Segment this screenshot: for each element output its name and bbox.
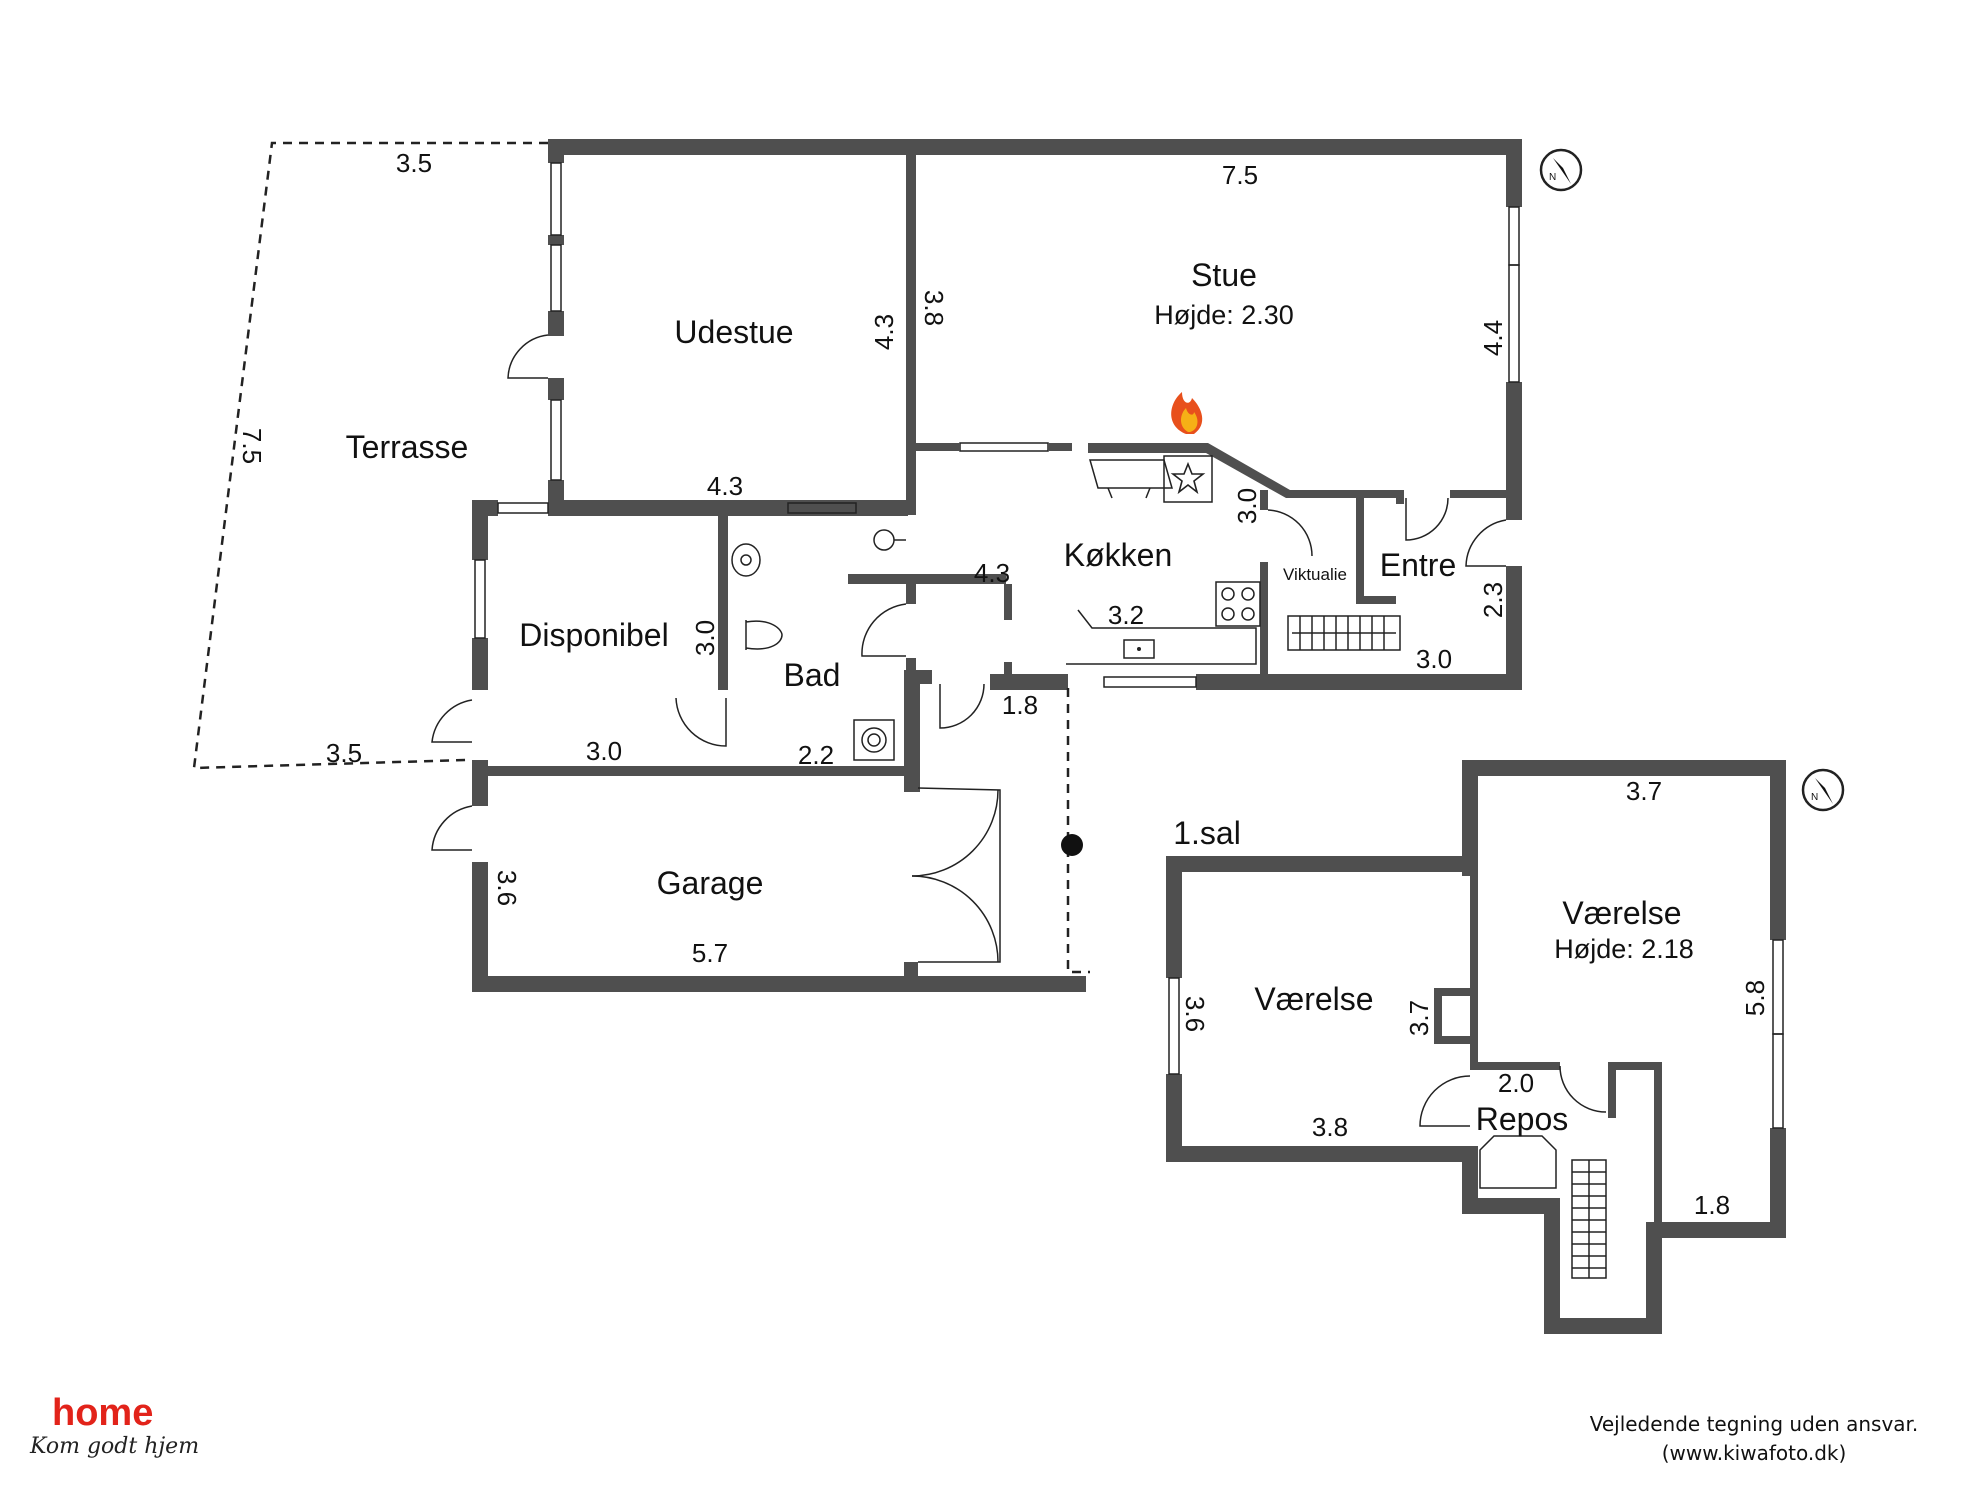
room-vaerelse-right: Værelse [1562, 895, 1681, 931]
doors [431, 334, 1507, 963]
star-icon [1170, 461, 1206, 495]
brand-tagline: Kom godt hjem [30, 1434, 200, 1459]
dim-koekken-counter: 3.2 [1108, 600, 1144, 630]
dim-terrasse-bottom: 3.5 [326, 738, 362, 768]
disclaimer: Vejledende tegning uden ansvar. (www.kiw… [1544, 1410, 1964, 1468]
fireplace-icon [1171, 392, 1203, 434]
dim-upper-left-depth: 3.6 [1180, 996, 1210, 1032]
dim-stue-depth-left: 3.8 [919, 290, 949, 326]
dim-garage-width: 5.7 [692, 938, 728, 968]
dim-udestue-width: 4.3 [707, 471, 743, 501]
upper-floor-label: 1.sal [1173, 815, 1241, 851]
dim-stue-depth-right: 4.4 [1478, 320, 1508, 356]
sink-icon [1123, 639, 1155, 659]
dim-upper-left-width: 3.8 [1312, 1112, 1348, 1142]
dim-upper-right-depth: 5.8 [1740, 980, 1770, 1016]
room-vaerelse-right-height: Højde: 2.18 [1554, 934, 1694, 964]
dim-viktualie-depth: 3.0 [1232, 488, 1262, 524]
dim-upper-closet-depth: 3.7 [1404, 1000, 1434, 1036]
svg-text:N: N [1811, 792, 1818, 803]
bathroom-fixtures [731, 529, 906, 761]
disclaimer-line-2: (www.kiwafoto.dk) [1661, 1441, 1847, 1465]
compass-icon: N [1539, 148, 1583, 192]
dim-disponibel-width: 3.0 [586, 736, 622, 766]
room-entre: Entre [1380, 547, 1456, 583]
dim-udestue-depth: 4.3 [869, 314, 899, 350]
dim-terrasse-side: 7.5 [237, 428, 267, 464]
outdoor-line [1066, 688, 1090, 974]
room-repos: Repos [1476, 1101, 1569, 1137]
dim-stue-width: 7.5 [1222, 160, 1258, 190]
windows [474, 162, 1520, 688]
outer-walls [472, 139, 1522, 992]
lamp-icon [1061, 834, 1083, 856]
ground-floor: N Terrasse Udestue Stue Højde: 2.30 Køkk… [192, 139, 1583, 992]
brand-logo: home Kom godt hjem [30, 1392, 200, 1472]
dim-upper-repos-width: 2.0 [1498, 1068, 1534, 1098]
dim-koekken-width: 4.3 [974, 558, 1010, 588]
room-stue: Stue [1191, 257, 1257, 293]
dim-upper-right-width: 3.7 [1626, 776, 1662, 806]
sink-icon [731, 543, 761, 577]
interior-walls [488, 155, 1510, 776]
dim-upper-right-bottom: 1.8 [1694, 1190, 1730, 1220]
room-terrasse: Terrasse [346, 429, 469, 465]
stairs-icon [1287, 615, 1401, 651]
dim-entre-depth: 2.3 [1478, 582, 1508, 618]
compass-icon: N [1801, 768, 1845, 812]
room-vaerelse-left: Værelse [1254, 981, 1373, 1017]
toilet-icon [745, 620, 783, 650]
room-stue-height: Højde: 2.30 [1154, 300, 1294, 330]
dim-terrasse-top: 3.5 [396, 148, 432, 178]
room-garage: Garage [657, 865, 764, 901]
washing-machine-icon [853, 719, 895, 761]
svg-text:N: N [1549, 172, 1556, 183]
dim-disponibel-depth: 3.0 [690, 620, 720, 656]
kitchen-counter [1066, 455, 1257, 665]
dim-bad-width: 2.2 [798, 740, 834, 770]
disclaimer-line-1: Vejledende tegning uden ansvar. [1589, 1412, 1919, 1436]
room-bad: Bad [784, 657, 841, 693]
stove-icon [1215, 581, 1261, 627]
room-koekken: Køkken [1064, 537, 1172, 573]
dim-garage-depth: 3.6 [492, 870, 522, 906]
dim-hall-width: 1.8 [1002, 690, 1038, 720]
room-disponibel: Disponibel [519, 617, 668, 653]
dim-entre-width: 3.0 [1416, 644, 1452, 674]
stairs-icon [1571, 1159, 1607, 1279]
brand-name: home [52, 1392, 154, 1434]
room-udestue: Udestue [674, 314, 793, 350]
terrace-outline [192, 141, 548, 770]
room-viktualie: Viktualie [1283, 565, 1347, 584]
upper-floor: N 1.sal Værelse Værelse Højde: 2.18 Repo… [1166, 760, 1845, 1334]
